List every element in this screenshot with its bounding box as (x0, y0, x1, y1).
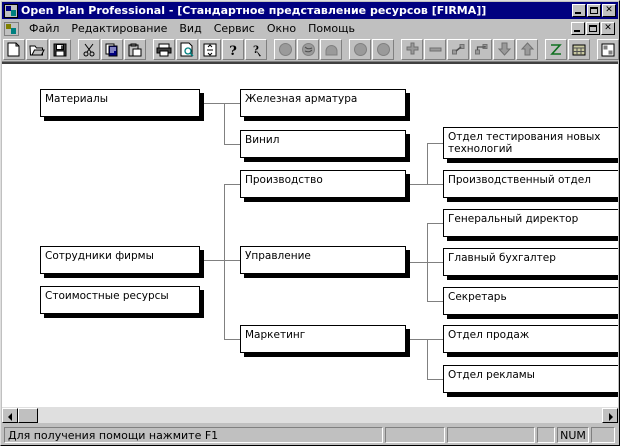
connector-segment (224, 339, 240, 340)
cut-icon[interactable] (78, 39, 100, 60)
menu-item-window[interactable]: Окно (266, 22, 297, 35)
mdi-close-button[interactable]: ✕ (601, 22, 615, 35)
window-title: Open Plan Professional - [Стандартное пр… (21, 4, 487, 17)
node-generalnyy-direktor[interactable]: Генеральный директор (443, 209, 618, 237)
close-button[interactable]: ✕ (602, 4, 616, 17)
grid-view-icon[interactable] (568, 39, 590, 60)
connector-segment (406, 184, 427, 185)
connector-segment (427, 143, 428, 184)
open-plan-icon (4, 3, 18, 18)
node-proizvodstvennyy-otdel[interactable]: Производственный отдел (443, 170, 618, 198)
connector-segment (224, 144, 240, 145)
title-bar: Open Plan Professional - [Стандартное пр… (2, 2, 618, 19)
zoom-z-icon[interactable] (545, 39, 567, 60)
connector-segment (427, 223, 443, 224)
help-icon[interactable]: ? (222, 39, 244, 60)
node-otdel-testirovaniya[interactable]: Отдел тестирования новых технологий (443, 127, 618, 159)
connector-segment (427, 262, 443, 263)
node-vinil[interactable]: Винил (240, 130, 406, 158)
context-help-icon[interactable]: ? (245, 39, 267, 60)
menu-item-help[interactable]: Помощь (308, 22, 355, 35)
connector-segment (200, 103, 224, 104)
print-preview-icon[interactable] (176, 39, 198, 60)
mdi-restore-button[interactable] (586, 22, 600, 35)
diagram-canvas[interactable]: Материалы Железная арматура Винил Отдел … (2, 62, 618, 407)
node-otdel-reklamy[interactable]: Отдел рекламы (443, 365, 618, 393)
node-proizvodstvo[interactable]: Производство (240, 170, 406, 198)
save-icon[interactable] (49, 39, 71, 60)
menu-items: Файл Редактирование Вид Сервис Окно Помо… (23, 20, 571, 37)
resource-node-icon[interactable] (274, 39, 296, 60)
resource-group-icon[interactable] (297, 39, 319, 60)
connector-segment (427, 379, 443, 380)
minimize-button[interactable] (572, 4, 586, 17)
maximize-button[interactable] (587, 4, 601, 17)
node-materialy[interactable]: Материалы (40, 89, 200, 117)
node-sotrudniki-firmy[interactable]: Сотрудники фирмы (40, 246, 200, 274)
menu-item-view[interactable]: Вид (179, 22, 202, 35)
print-icon[interactable] (153, 39, 175, 60)
svg-text:?: ? (229, 44, 237, 57)
connector-segment (224, 103, 240, 104)
connector-segment (224, 184, 225, 339)
status-message: Для получения помощи нажмите F1 (4, 426, 383, 443)
document-icon[interactable] (4, 21, 19, 36)
resource-pool-icon[interactable] (320, 39, 342, 60)
minus-icon[interactable] (424, 39, 446, 60)
node-upravlenie[interactable]: Управление (240, 246, 406, 274)
connector-segment (427, 339, 443, 340)
circle-filled2-icon[interactable] (372, 39, 394, 60)
svg-text:?: ? (253, 45, 259, 56)
circle-filled-icon[interactable] (349, 39, 371, 60)
paste-icon[interactable] (124, 39, 146, 60)
menu-item-file[interactable]: Файл (29, 22, 60, 35)
new-icon[interactable] (3, 39, 25, 60)
status-badge-num: NUM (557, 426, 589, 443)
status-panel-2 (447, 426, 535, 443)
scroll-right-icon[interactable] (602, 408, 618, 423)
connector-segment (427, 184, 443, 185)
node-zhel-armatura[interactable]: Железная арматура (240, 89, 406, 117)
mdi-minimize-button[interactable] (571, 22, 585, 35)
connector-segment (427, 339, 428, 379)
mdi-controls: ✕ (571, 22, 615, 35)
menu-bar: Файл Редактирование Вид Сервис Окно Помо… (2, 19, 618, 38)
link-icon[interactable] (447, 39, 469, 60)
connector-segment (427, 301, 443, 302)
connector-segment (224, 103, 225, 144)
scrollbar-thumb[interactable] (18, 408, 38, 423)
status-panel-3 (537, 426, 555, 443)
status-bar: Для получения помощи нажмите F1 NUM (2, 425, 618, 444)
close-icon: ✕ (605, 5, 613, 15)
horizontal-scrollbar[interactable] (2, 407, 618, 423)
window-controls: ✕ (572, 4, 616, 17)
node-glavnyy-buhgalter[interactable]: Главный бухгалтер (443, 248, 618, 276)
open-icon[interactable] (26, 39, 48, 60)
connector-segment (406, 262, 427, 263)
status-panel-1 (385, 426, 445, 443)
layout-icon[interactable] (597, 39, 619, 60)
node-stoimostnye-resursy[interactable]: Стоимостные ресурсы (40, 286, 200, 314)
move-up-icon[interactable] (516, 39, 538, 60)
menu-item-edit[interactable]: Редактирование (71, 22, 168, 35)
scrollbar-track[interactable] (18, 408, 602, 423)
status-panel-4 (591, 426, 615, 443)
plus-icon[interactable] (401, 39, 423, 60)
node-sekretar[interactable]: Секретарь (443, 287, 618, 315)
node-otdel-prodazh[interactable]: Отдел продаж (443, 325, 618, 353)
node-marketing[interactable]: Маркетинг (240, 325, 406, 353)
unlink-icon[interactable] (470, 39, 492, 60)
connector-segment (224, 260, 240, 261)
scroll-left-icon[interactable] (2, 408, 18, 423)
connector-segment (224, 184, 240, 185)
move-down-icon[interactable] (493, 39, 515, 60)
mdi-close-icon: ✕ (604, 23, 612, 33)
connector-segment (200, 260, 224, 261)
menu-item-service[interactable]: Сервис (213, 22, 255, 35)
toolbar: ? ? (2, 38, 619, 62)
sort-icon[interactable] (199, 39, 221, 60)
connector-segment (406, 339, 427, 340)
copy-icon[interactable] (101, 39, 123, 60)
connector-segment (427, 143, 443, 144)
